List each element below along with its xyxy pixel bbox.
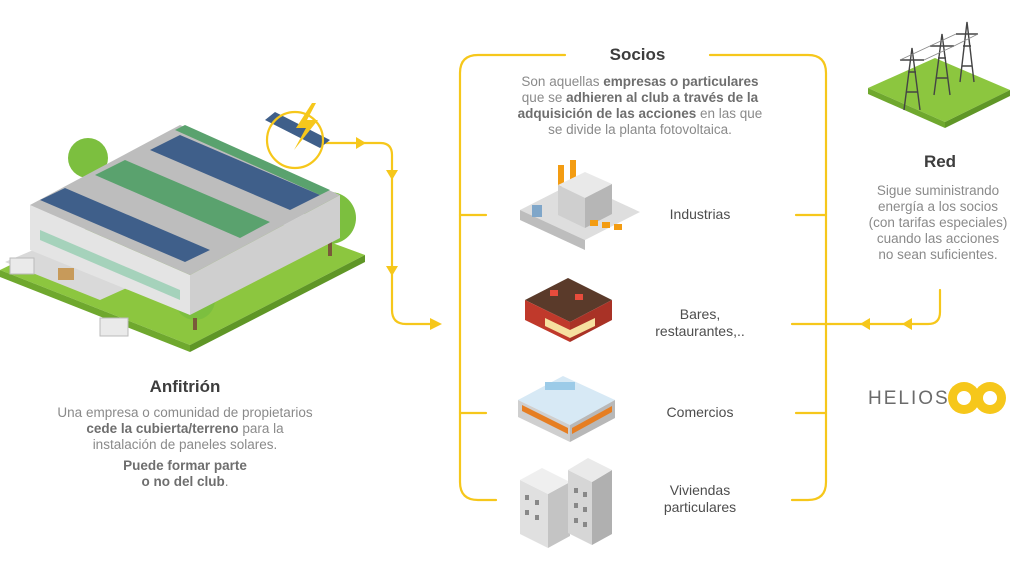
apartment-icon	[520, 458, 612, 548]
grid-desc-line: energía a los socios	[877, 199, 999, 214]
member-label-line: restaurantes,..	[655, 323, 745, 339]
host-desc-line: cede la cubierta/terreno para la	[86, 421, 284, 436]
member-label-restaurants: Bares, restaurantes,..	[640, 306, 760, 340]
grid-title: Red	[923, 152, 957, 171]
restaurant-icon	[525, 278, 612, 342]
brand-wordmark: HELIOS	[868, 388, 950, 409]
brand-rings-icon	[974, 382, 1006, 414]
members-desc-line: se divide la planta fotovoltaica.	[548, 122, 732, 137]
helios-logo: HELIOS	[868, 378, 1018, 418]
shop-icon	[518, 376, 615, 442]
member-label-line: Viviendas	[669, 482, 731, 498]
host-title: Anfitrión	[149, 377, 221, 396]
host-note: o no del club.	[141, 474, 229, 489]
members-desc-line: que se adhieren al club a través de la	[521, 90, 759, 105]
members-title: Socios	[609, 45, 666, 64]
member-label-homes: Viviendas particulares	[640, 482, 760, 516]
grid-desc-line: Sigue suministrando	[876, 183, 1000, 198]
members-description: Son aquellas empresas o particulares que…	[480, 74, 800, 138]
host-description: Una empresa o comunidad de propietarios …	[20, 405, 350, 490]
member-label-line: particulares	[663, 499, 737, 515]
member-label-industries: Industrias	[669, 206, 731, 222]
factory-icon	[520, 160, 640, 250]
grid-desc-line: no sean suficientes.	[878, 247, 998, 262]
members-desc-line: adquisición de las acciones en las que	[517, 106, 763, 121]
host-desc-line: Una empresa o comunidad de propietarios	[57, 405, 313, 420]
grid-desc-line: cuando las acciones	[876, 231, 1000, 246]
host-desc-line: instalación de paneles solares.	[92, 437, 278, 452]
member-label-line: Bares,	[679, 306, 721, 322]
members-desc-line: Son aquellas empresas o particulares	[521, 74, 759, 89]
grid-desc-line: (con tarifas especiales)	[868, 215, 1008, 230]
host-note: Puede formar parte	[123, 458, 247, 473]
grid-description: Sigue suministrando energía a los socios…	[852, 183, 1024, 263]
member-label-shops: Comercios	[666, 404, 734, 420]
